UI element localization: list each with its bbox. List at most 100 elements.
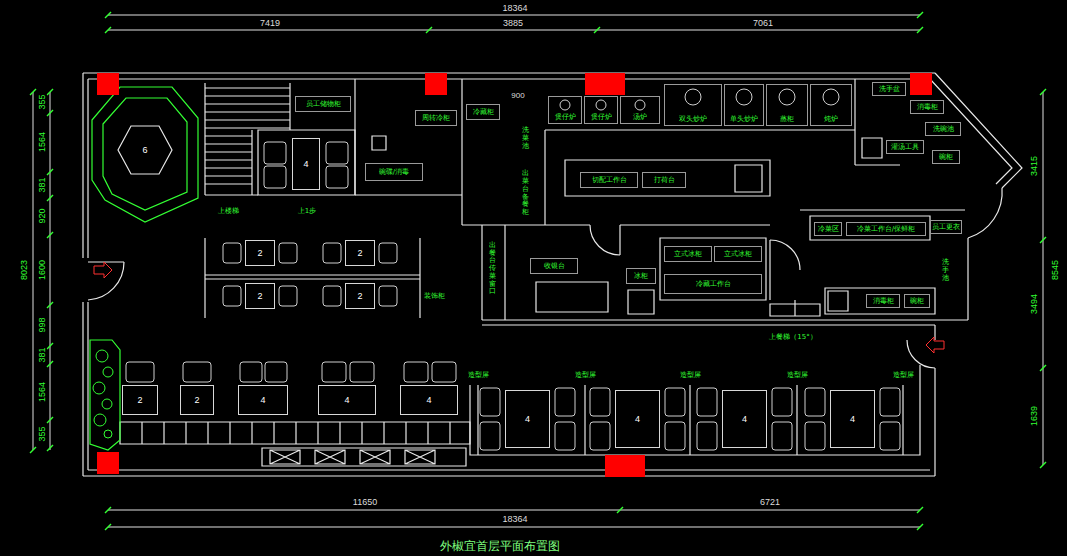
cooking-range: 煲仔炉 [548, 96, 582, 124]
wall-line [82, 302, 83, 476]
wall-line [544, 130, 545, 225]
wall-line [934, 368, 935, 476]
dimension-text: 8023 [20, 259, 29, 281]
dimension-text: 3415 [1030, 155, 1039, 177]
kitchen-equipment: 打荷台 [642, 172, 686, 188]
dimension-tick [47, 195, 53, 201]
kitchen-equipment: 洗手盆 [872, 82, 906, 96]
kitchen-equipment: 周转冷柜 [415, 110, 457, 126]
chair [555, 388, 575, 416]
dining-table: 2 [245, 283, 275, 309]
dimension-line [50, 92, 51, 450]
node-label: 4 [426, 396, 431, 405]
chair [404, 362, 428, 382]
wall-line [273, 422, 274, 444]
dimension-tick [594, 27, 600, 33]
wall-line [769, 240, 770, 300]
kitchen-equipment: 碗碟/消毒 [365, 163, 423, 181]
wall-line [968, 188, 1002, 238]
chair [326, 166, 348, 188]
plant [94, 414, 106, 426]
node-label: 2 [257, 292, 262, 301]
chair [323, 243, 341, 263]
chair [264, 142, 286, 164]
node-label: 煲仔炉 [591, 114, 612, 121]
wall-line [82, 73, 83, 258]
dimension-tick [105, 524, 111, 530]
node-label: 洗手盆 [879, 86, 900, 93]
node-label: 单头炒炉 [730, 116, 758, 123]
chair [279, 286, 297, 306]
burner [779, 89, 795, 105]
room-note: 造型屏 [892, 372, 915, 379]
dimension-tick [47, 445, 53, 451]
node-label: 冷菜区 [818, 226, 839, 233]
node-label: 4 [344, 396, 349, 405]
wall-line [628, 290, 654, 314]
chair [805, 422, 825, 450]
wall-line [355, 194, 462, 195]
entry-arrow [926, 337, 944, 353]
kitchen-equipment: 切配工作台 [580, 172, 638, 188]
node-label: 洗碗池 [933, 126, 954, 133]
room-note: 上楼梯 [217, 208, 240, 215]
wall-line [88, 262, 124, 300]
wall-line [361, 422, 362, 444]
dining-table: 4 [318, 385, 376, 415]
kitchen-equipment: 消毒柜 [910, 100, 944, 114]
dimension-text: 900 [510, 92, 525, 100]
kitchen-equipment: 员工更衣 [930, 220, 962, 234]
dimension-tick [1040, 237, 1046, 243]
dimension-tick [426, 27, 432, 33]
chair [880, 422, 900, 450]
dining-table: 4 [400, 385, 458, 415]
wall-line [258, 130, 355, 195]
cooking-range: 双头炒炉 [664, 84, 722, 126]
wall-line [545, 129, 855, 130]
wall-line [205, 95, 290, 96]
wall-line [317, 422, 318, 444]
node-label: 洗菜池 [522, 127, 529, 150]
room-note: 造型屏 [467, 372, 490, 379]
hexagon-outline [118, 126, 172, 174]
dimension-line [108, 527, 920, 528]
dimension-text: 355 [38, 93, 47, 110]
wall-line [205, 135, 252, 136]
dimension-tick [917, 12, 923, 18]
dimension-tick [1040, 365, 1046, 371]
node-label: 4 [742, 415, 747, 424]
green-outline [103, 98, 187, 210]
cooking-range: 煲仔炉 [584, 96, 618, 124]
wall-line [907, 340, 935, 368]
node-label: 双头炒炉 [679, 116, 707, 123]
dining-table: 2 [245, 240, 275, 266]
node-label: 消毒柜 [873, 298, 894, 305]
room-note: 上餐梯（15°） [768, 334, 817, 341]
vertical-note: 出菜台备餐柜 [520, 168, 531, 219]
node-label: 汤炉 [633, 114, 647, 121]
wall-line [735, 165, 762, 192]
wall-line [482, 319, 968, 320]
node-label: 2 [194, 396, 199, 405]
node-label: 收银台 [544, 263, 565, 270]
node-label: 碗柜 [939, 154, 953, 161]
dimension-text: 18364 [501, 515, 528, 524]
wall-line [482, 324, 935, 325]
dining-table: 2 [180, 385, 214, 415]
wall-line [205, 151, 252, 152]
dimension-tick [105, 12, 111, 18]
kitchen-equipment: 碗柜 [904, 294, 930, 308]
dimension-tick [47, 89, 53, 95]
dimension-text: 1564 [38, 131, 47, 153]
chair [805, 388, 825, 416]
wall-line [462, 224, 590, 225]
node-label: 出菜台备餐柜 [522, 170, 529, 216]
wall-line [315, 450, 345, 464]
burner [823, 89, 839, 105]
kitchen-equipment: 冷藏柜 [466, 104, 500, 120]
wall-line [405, 450, 435, 464]
chair [183, 362, 211, 382]
plant [103, 367, 113, 377]
wall-line [477, 385, 478, 455]
